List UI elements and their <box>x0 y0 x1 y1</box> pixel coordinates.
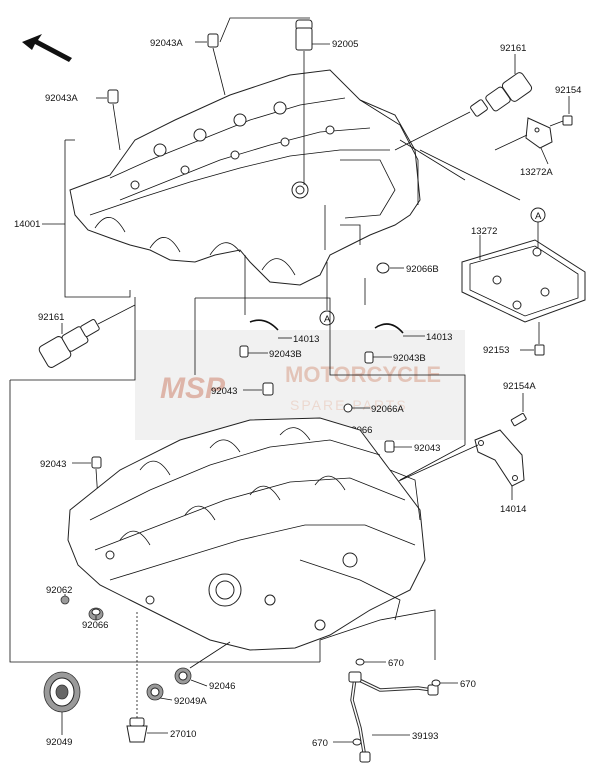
label-92046: 92046 <box>209 681 235 692</box>
dowel-92043b-right <box>364 351 392 364</box>
oring-14013-right <box>374 323 425 337</box>
plate-13272a <box>494 117 553 165</box>
label-14013-right: 14013 <box>426 332 452 343</box>
label-13272: 13272 <box>471 226 497 237</box>
label-92005: 92005 <box>332 39 358 50</box>
label-92066a: 92066A <box>371 404 404 415</box>
plug-92161-left <box>38 304 136 368</box>
label-670-top: 670 <box>388 658 404 669</box>
plug-92062 <box>60 594 70 605</box>
label-92066-low: 92066 <box>82 620 108 631</box>
bearing-92046 <box>174 641 231 687</box>
label-92043a-left: 92043A <box>45 93 78 104</box>
label-670-right: 670 <box>460 679 476 690</box>
bolt-92153 <box>520 322 545 356</box>
label-670-bottom: 670 <box>312 738 328 749</box>
lower-crankcase <box>9 297 426 663</box>
label-13272a: 13272A <box>520 167 553 178</box>
callout-a-upper-letter: A <box>324 314 331 325</box>
label-92043-right: 92043 <box>414 443 440 454</box>
oring-670-top <box>355 658 386 666</box>
label-92043-mid: 92043 <box>211 386 237 397</box>
pipe-39193 <box>348 671 439 763</box>
label-27010: 27010 <box>170 729 196 740</box>
dowel-92043a-left <box>96 89 121 151</box>
dowel-92043-right <box>384 440 412 453</box>
bolt-92154a <box>510 393 527 427</box>
label-92153: 92153 <box>483 345 509 356</box>
label-92154: 92154 <box>555 85 581 96</box>
oring-670-bottom <box>333 738 362 746</box>
watermark-line1: MOTORCYCLE <box>285 362 441 387</box>
callout-a-right-letter: A <box>535 211 542 222</box>
dowel-92043-mid <box>243 382 274 396</box>
label-92043b-right: 92043B <box>393 353 426 364</box>
seal-92049 <box>43 671 81 735</box>
label-92043b-left: 92043B <box>269 349 302 360</box>
pipe-92005 <box>295 19 330 185</box>
dowel-92043b-left <box>239 345 268 358</box>
front-direction-arrow-icon <box>22 34 72 62</box>
dowel-92043-left <box>72 456 102 501</box>
bolt-92154 <box>549 96 573 127</box>
callout-a-upper <box>319 310 335 326</box>
label-92161-top: 92161 <box>500 43 526 54</box>
bracket-14014 <box>389 429 525 500</box>
dowel-92043a-top <box>195 33 226 96</box>
plug-92066b <box>376 262 404 274</box>
label-92043a-top: 92043A <box>150 38 183 49</box>
label-92066b: 92066B <box>406 264 439 275</box>
plug-92066-low <box>88 607 104 621</box>
oring-14013-left <box>249 319 292 339</box>
cover-13272 <box>461 222 586 323</box>
label-92062: 92062 <box>46 585 72 596</box>
oring-670-right <box>431 679 458 687</box>
plug-92161-top <box>394 54 533 151</box>
label-14014: 14014 <box>500 504 526 515</box>
plug-92066a <box>343 403 370 413</box>
label-92161-left: 92161 <box>38 312 64 323</box>
switch-27010 <box>126 612 168 743</box>
upper-crankcase-14001 <box>64 69 421 298</box>
label-14013-left: 14013 <box>293 334 319 345</box>
label-92049: 92049 <box>46 737 72 748</box>
label-39193: 39193 <box>412 731 438 742</box>
label-92043-left: 92043 <box>40 459 66 470</box>
watermark-logo: MSP <box>160 372 226 405</box>
seal-92049a <box>146 683 173 701</box>
label-92049a: 92049A <box>174 696 207 707</box>
label-14001: 14001 <box>14 219 40 230</box>
label-92154a: 92154A <box>503 381 536 392</box>
callout-a-right <box>530 207 546 223</box>
